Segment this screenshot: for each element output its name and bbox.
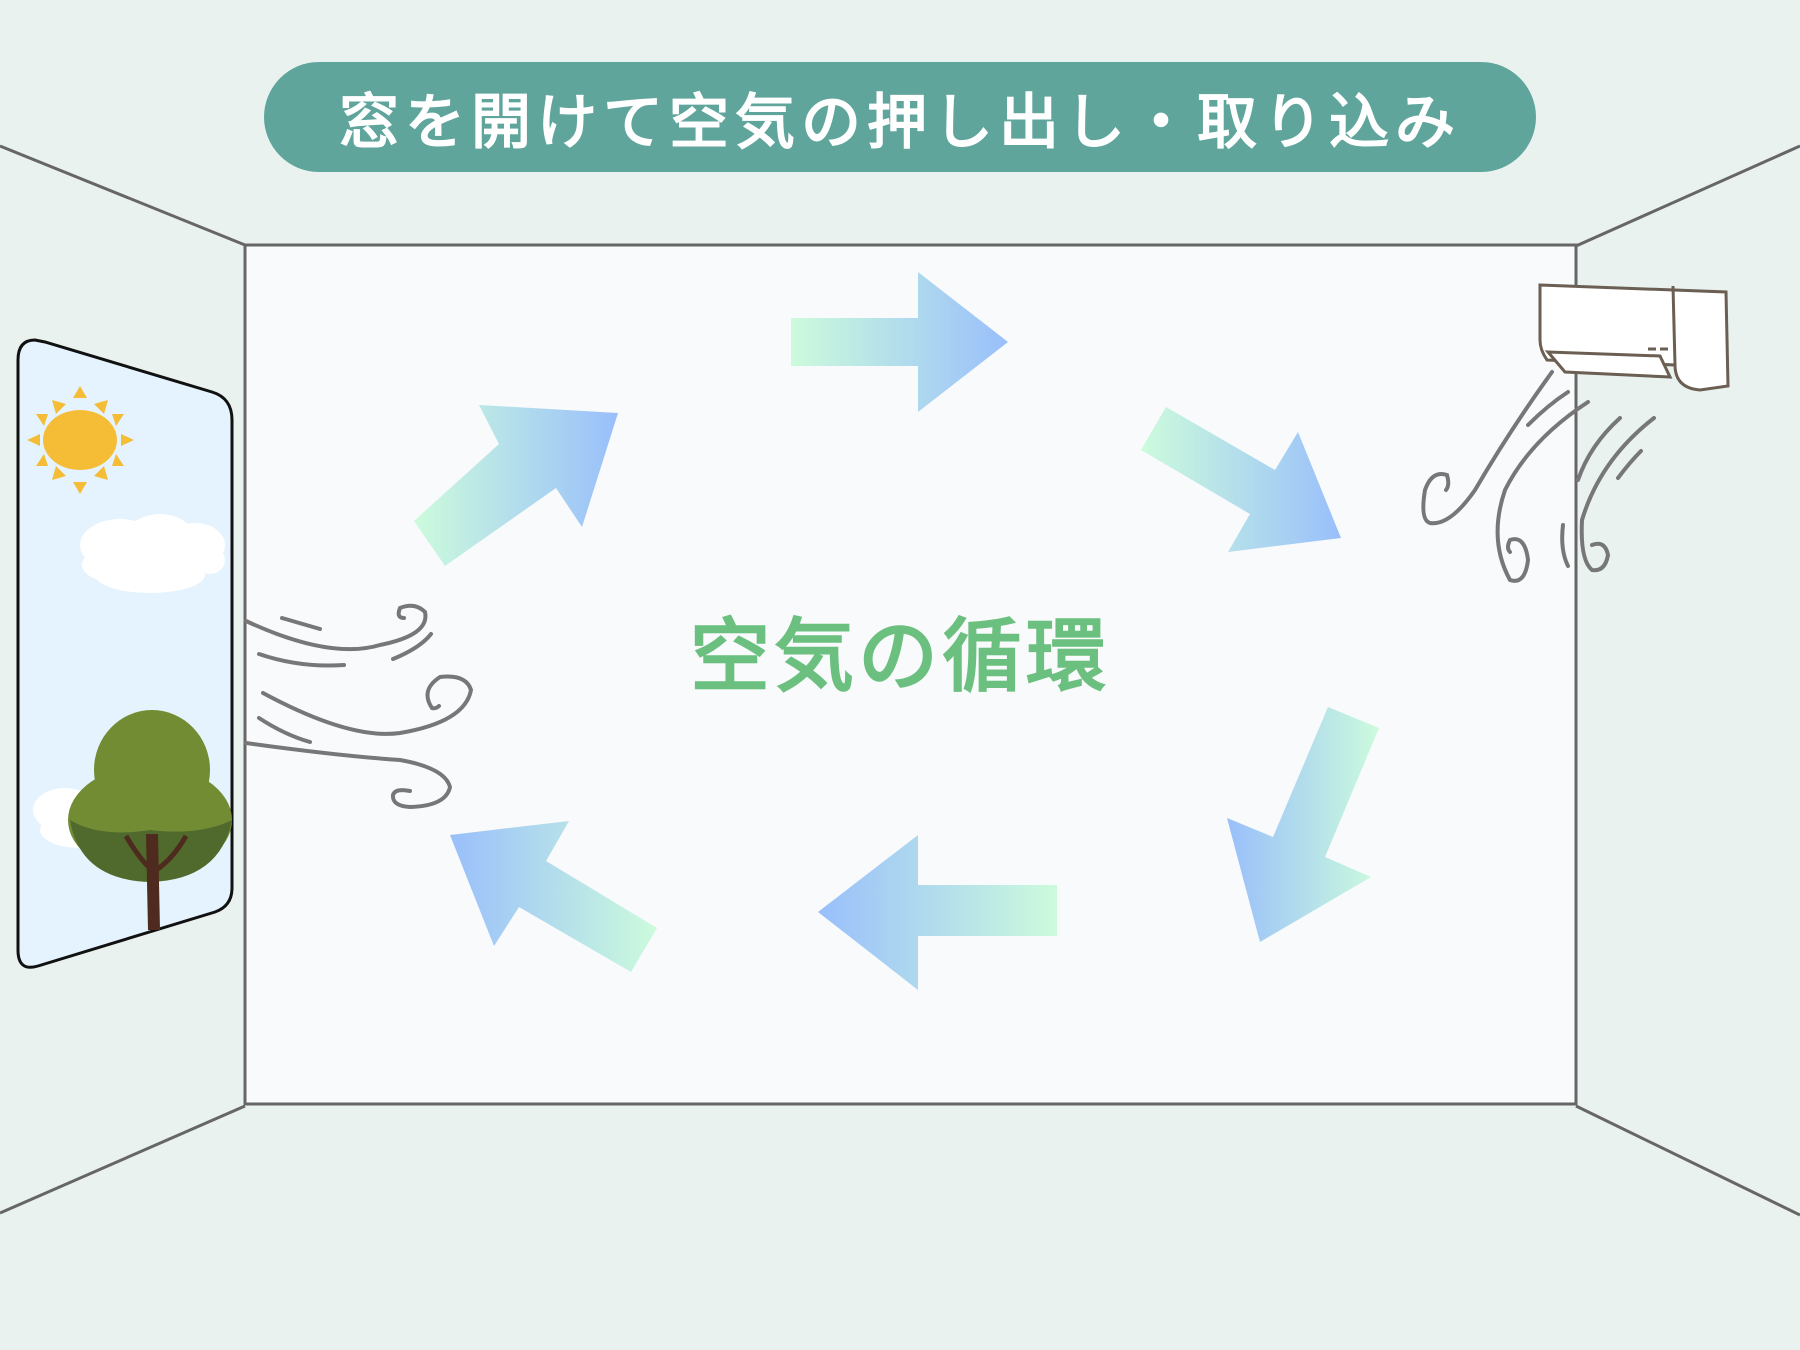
arrow-right-icon xyxy=(791,272,1008,412)
arrow-up-left-icon xyxy=(450,821,657,972)
arrow-up-right-icon xyxy=(414,405,618,566)
arrow-down-right-icon xyxy=(1141,407,1341,552)
cloud-icon xyxy=(80,514,225,593)
air-conditioner-icon xyxy=(1538,283,1730,392)
title-banner: 窓を開けて空気の押し出し・取り込み xyxy=(264,62,1536,172)
sun-icon xyxy=(27,386,134,494)
window xyxy=(16,338,234,969)
wind-icon xyxy=(244,603,474,810)
arrow-down-left-icon xyxy=(1227,707,1379,942)
tree-icon xyxy=(68,710,232,930)
arrow-left-icon xyxy=(818,835,1057,990)
center-label: 空気の循環 xyxy=(690,610,1110,703)
aircon-airflow-icon xyxy=(1421,370,1656,583)
room-perspective-lines xyxy=(0,144,1800,1217)
page-title: 窓を開けて空気の押し出し・取り込み xyxy=(339,87,1461,158)
